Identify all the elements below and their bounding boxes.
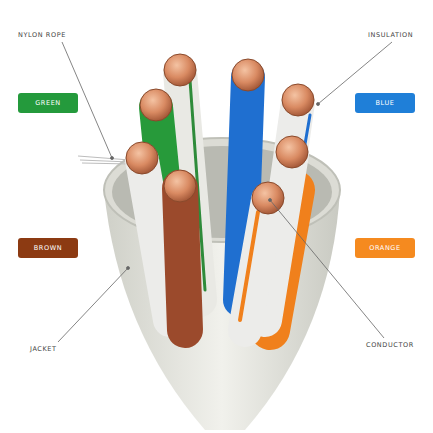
color-name: ORANGE xyxy=(369,244,400,252)
color-name: BLUE xyxy=(375,99,394,107)
part-label: CONDUCTOR xyxy=(366,341,414,349)
nylon-rope xyxy=(78,156,130,164)
copper-conductors xyxy=(126,54,314,214)
part-label: INSULATION xyxy=(368,31,413,39)
leader-lines xyxy=(58,42,392,342)
color-tag: BROWN xyxy=(18,238,78,258)
part-label: JACKET xyxy=(30,345,57,353)
part-label: NYLON ROPE xyxy=(18,31,66,39)
color-name: BROWN xyxy=(34,244,62,252)
color-name: GREEN xyxy=(35,99,61,107)
color-tag: GREEN xyxy=(18,93,78,113)
color-tag: ORANGE xyxy=(355,238,415,258)
color-tag: BLUE xyxy=(355,93,415,113)
